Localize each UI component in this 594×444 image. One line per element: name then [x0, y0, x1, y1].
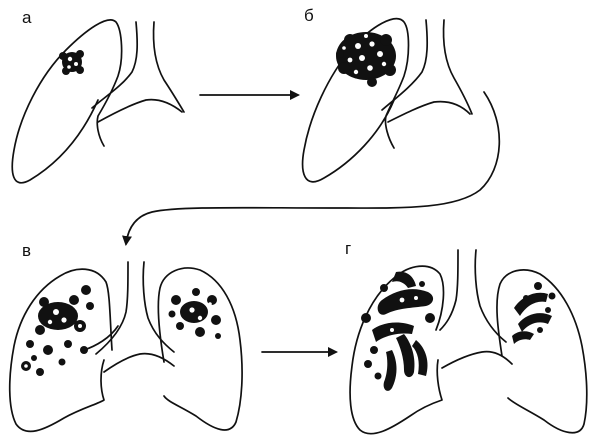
panel-b [303, 19, 472, 182]
panel-g-left-lung-fibrosis [512, 282, 556, 344]
panel-v [10, 262, 242, 431]
panel-a-lung-outline [12, 20, 121, 183]
panel-b-lesion [336, 32, 396, 87]
panel-a-trachea-left [92, 22, 137, 108]
panel-g [350, 250, 587, 434]
panel-g-right-lung-fibrosis [361, 272, 435, 391]
panel-b-bronchus [388, 102, 470, 122]
panel-v-right-lung-lesions [21, 285, 94, 376]
panel-b-trachea-right [443, 20, 472, 114]
panel-g-trachea-right [475, 250, 506, 342]
panel-a [12, 20, 184, 183]
panel-g-right-lung-outline [350, 266, 443, 434]
panel-v-right-lung-outline [10, 269, 112, 431]
panel-a-trachea-right [153, 22, 184, 112]
panel-a-bronchus [98, 100, 182, 122]
panel-v-left-lung-lesions [169, 288, 222, 339]
panel-a-lesion [59, 50, 84, 75]
arrow-b-to-v [126, 92, 499, 244]
